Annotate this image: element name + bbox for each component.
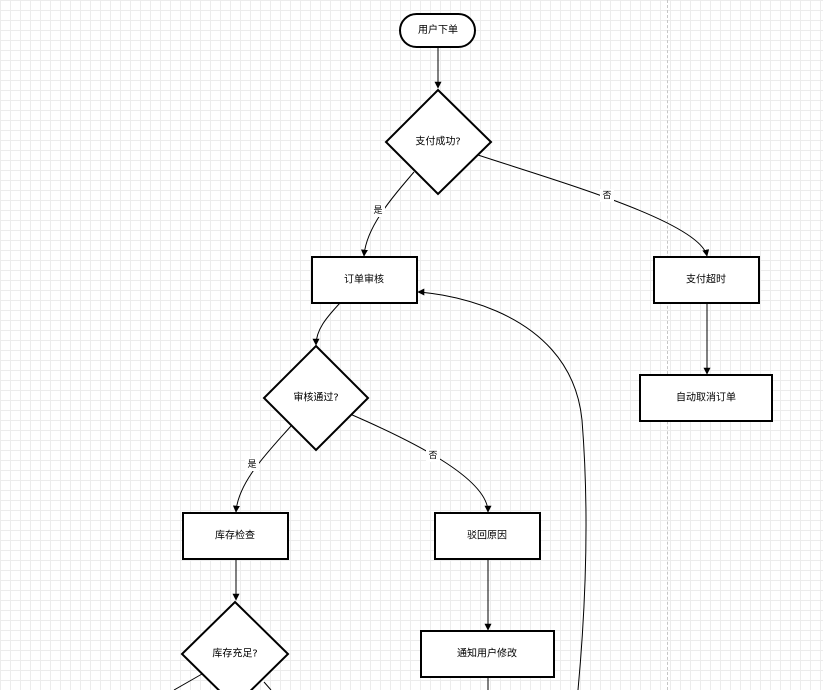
review-decision-label: 审核通过? [293, 391, 338, 404]
edge-label-bg [245, 458, 259, 471]
auto-cancel-box[interactable]: 自动取消订单 [639, 374, 773, 422]
edge-review-no[interactable] [349, 413, 492, 513]
auto-cancel-label: 自动取消订单 [676, 391, 736, 404]
start-terminator[interactable]: 用户下单 [399, 13, 476, 48]
edge-stock-yes-partial [173, 673, 203, 690]
edge-label-payment-no: 否 [602, 190, 611, 201]
edge-payment-no[interactable] [477, 154, 710, 257]
edge-stock-no-partial [263, 681, 272, 690]
edge-review-yes[interactable] [232, 425, 292, 513]
stock-decision-label: 库存充足? [212, 647, 257, 660]
edge-label-bg [426, 449, 440, 462]
edge-label-bg [600, 189, 614, 202]
page-break-line [667, 0, 668, 690]
payment-timeout-label: 支付超时 [686, 273, 726, 286]
edge-label-review-yes: 是 [247, 459, 256, 470]
order-review-box[interactable]: 订单审核 [311, 256, 418, 304]
edge-label-review-no: 否 [428, 450, 437, 461]
order-review-label: 订单审核 [344, 273, 384, 286]
payment-decision[interactable]: 支付成功? [384, 88, 493, 196]
review-decision[interactable]: 审核通过? [262, 344, 370, 452]
edge-loop-back-to-review[interactable] [417, 288, 587, 690]
stock-decision[interactable]: 库存充足? [180, 600, 290, 690]
stock-check-label: 库存检查 [215, 529, 255, 542]
edge-label-payment-yes: 是 [373, 205, 382, 216]
start-label: 用户下单 [418, 23, 458, 36]
stock-check-box[interactable]: 库存检查 [182, 512, 289, 560]
edge-review-to-decision[interactable] [312, 302, 341, 346]
payment-decision-label: 支付成功? [415, 135, 460, 148]
reject-reason-box[interactable]: 驳回原因 [434, 512, 541, 560]
notify-user-label: 通知用户修改 [457, 647, 517, 660]
notify-user-box[interactable]: 通知用户修改 [420, 630, 555, 678]
payment-timeout-box[interactable]: 支付超时 [653, 256, 760, 304]
reject-reason-label: 驳回原因 [467, 530, 507, 542]
edge-label-bg [371, 204, 385, 217]
